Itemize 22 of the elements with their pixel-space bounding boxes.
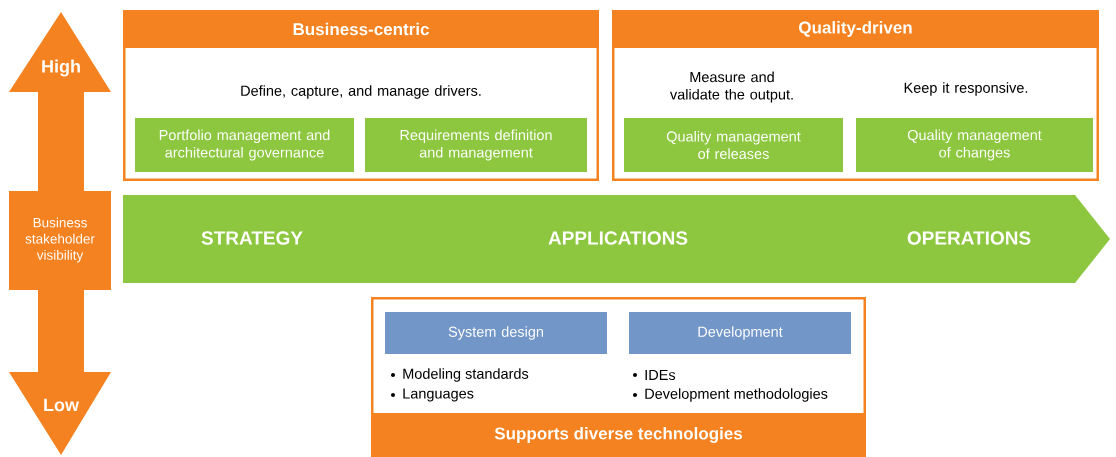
panel-header: Business-centric — [123, 10, 599, 48]
bullet-text: Languages — [403, 388, 474, 402]
panel-header: Supports diverse technologies — [371, 413, 866, 457]
band-label: STRATEGY — [201, 231, 303, 245]
band-label: APPLICATIONS — [548, 231, 688, 245]
bullet-text: IDEs — [645, 369, 676, 381]
bullet-text: Modeling standards — [403, 368, 529, 382]
process-box: Requirements definition and management — [365, 118, 587, 172]
process-box: System design — [385, 312, 607, 354]
arrow-label: Business stakeholder visibility — [25, 217, 95, 263]
process-box: Portfolio management and architectural governance — [135, 118, 354, 172]
description-text: Define, capture, and manage drivers. — [241, 85, 481, 99]
arrow-label: Low — [44, 398, 80, 412]
process-box: Quality management of changes — [856, 118, 1093, 172]
bullet-text: Development methodologies — [645, 388, 828, 402]
arrow-label: High — [42, 59, 80, 77]
panel-header: Quality-driven — [612, 10, 1099, 48]
process-box: Quality management of releases — [624, 118, 843, 172]
description-text: Keep it responsive. — [904, 82, 1028, 96]
description-text: Measure and validate the output. — [670, 71, 793, 103]
band-label: OPERATIONS — [907, 231, 1031, 245]
process-box: Development — [629, 312, 851, 354]
